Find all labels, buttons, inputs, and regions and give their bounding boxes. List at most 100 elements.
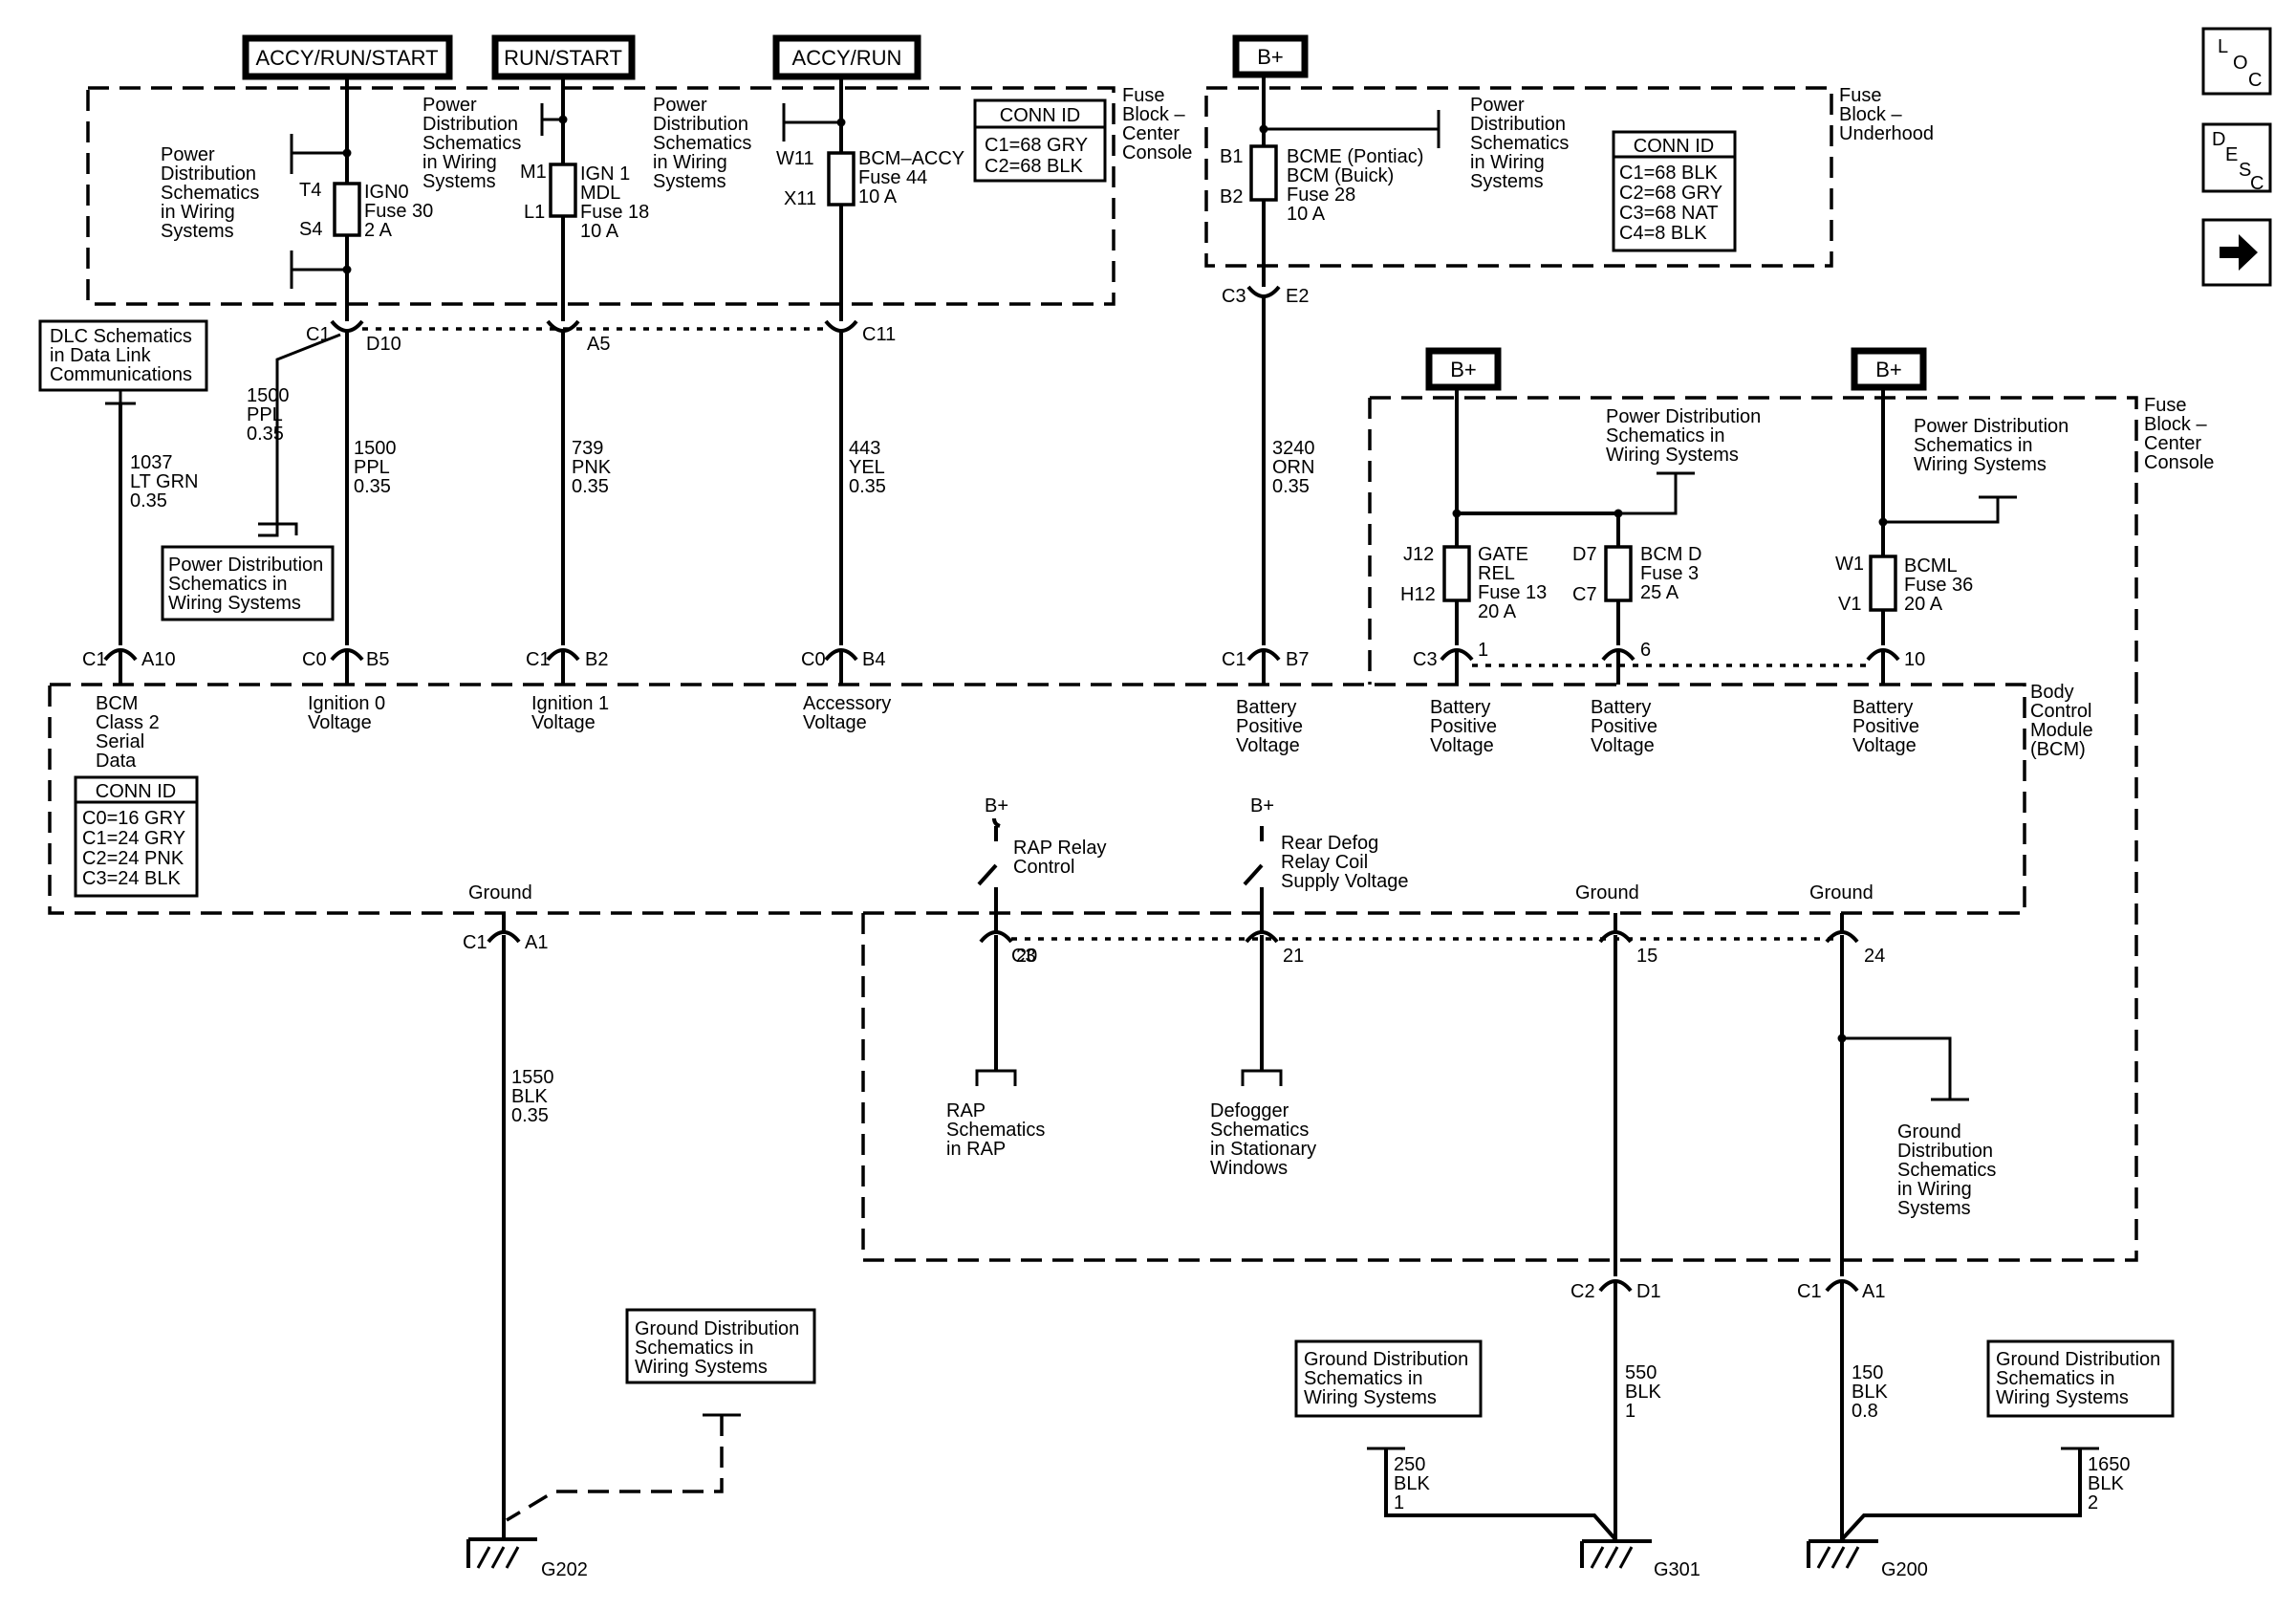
ground-g202-label: G202 <box>541 1559 588 1580</box>
desc-button[interactable]: D E S C <box>2201 122 2272 194</box>
svg-text:A1: A1 <box>1862 1281 1885 1302</box>
label-battery-positive-3: Battery Positive Voltage <box>1591 697 1657 756</box>
svg-text:1: 1 <box>1478 640 1488 661</box>
svg-text:Positive: Positive <box>1591 716 1657 737</box>
svg-text:GATE: GATE <box>1478 544 1528 565</box>
svg-text:REL: REL <box>1478 563 1515 584</box>
svg-text:Ignition 1: Ignition 1 <box>531 693 609 714</box>
svg-text:W11: W11 <box>776 148 814 169</box>
svg-text:1500: 1500 <box>354 438 397 459</box>
svg-text:Power: Power <box>1470 95 1525 116</box>
svg-text:BCM–ACCY: BCM–ACCY <box>858 148 964 169</box>
svg-text:Voltage: Voltage <box>1430 735 1494 756</box>
svg-text:2 A: 2 A <box>364 220 393 241</box>
svg-text:C: C <box>2250 173 2264 194</box>
svg-text:Relay Coil: Relay Coil <box>1281 852 1368 873</box>
svg-text:Systems: Systems <box>422 171 496 192</box>
svg-text:0.35: 0.35 <box>354 476 391 497</box>
svg-text:Windows: Windows <box>1210 1158 1288 1179</box>
svg-text:Systems: Systems <box>1897 1198 1971 1219</box>
svg-text:Schematics: Schematics <box>1897 1160 1996 1181</box>
svg-text:Control: Control <box>1013 857 1074 878</box>
svg-text:in Wiring: in Wiring <box>161 202 235 223</box>
svg-text:L: L <box>2218 36 2228 57</box>
svg-text:Block –: Block – <box>2144 414 2207 435</box>
svg-text:Ground: Ground <box>1809 882 1874 903</box>
arrow-right-icon <box>2220 234 2258 271</box>
svg-text:PPL: PPL <box>247 404 283 425</box>
svg-text:10: 10 <box>1904 649 1925 670</box>
svg-text:20: 20 <box>1016 946 1037 967</box>
fuse-bcmd-label: BCM D Fuse 3 25 A D7 C7 <box>1572 544 1701 605</box>
label-battery-positive-4: Battery Positive Voltage <box>1852 697 1919 756</box>
svg-text:C3: C3 <box>1011 946 1036 967</box>
svg-text:in Wiring: in Wiring <box>1470 152 1545 173</box>
svg-text:Schematics in: Schematics in <box>1304 1368 1423 1389</box>
svg-text:T4: T4 <box>299 180 321 201</box>
svg-text:DLC Schematics: DLC Schematics <box>50 326 192 347</box>
next-page-button[interactable] <box>2201 218 2272 287</box>
wire-250: 250 BLK 1 <box>1394 1454 1430 1513</box>
loc-button[interactable]: L O C <box>2201 27 2272 96</box>
ref-pd-box: Power Distribution Schematics in Wiring … <box>161 545 335 621</box>
svg-text:RAP Relay: RAP Relay <box>1013 838 1106 859</box>
svg-text:C1: C1 <box>463 932 487 953</box>
ground-symbol-g200 <box>1807 1539 1878 1569</box>
svg-text:Fuse 30: Fuse 30 <box>364 201 433 222</box>
wire-1500-a: 1500 PPL 0.35 <box>247 385 290 445</box>
circuit-bcme <box>1246 75 1440 685</box>
ref-dlc: DLC Schematics in Data Link Communicatio… <box>50 326 192 385</box>
wire-1500-b: 1500 PPL 0.35 <box>354 438 397 497</box>
fuse-bcml <box>1869 555 1897 612</box>
svg-text:150: 150 <box>1852 1362 1883 1383</box>
svg-text:ACCY/RUN: ACCY/RUN <box>792 46 902 70</box>
svg-text:Defogger: Defogger <box>1210 1100 1289 1121</box>
circuit-serial-data <box>38 319 208 685</box>
label-rear-defog-supply: Rear Defog Relay Coil Supply Voltage <box>1281 833 1408 892</box>
svg-text:Supply Voltage: Supply Voltage <box>1281 871 1408 892</box>
label-ignition-1-voltage: Ignition 1 Voltage <box>531 693 609 733</box>
svg-text:D10: D10 <box>366 334 401 355</box>
svg-text:IGN0: IGN0 <box>364 182 409 203</box>
svg-text:A1: A1 <box>525 932 548 953</box>
svg-text:Schematics: Schematics <box>946 1120 1045 1141</box>
svg-text:Accessory: Accessory <box>803 693 891 714</box>
svg-text:Battery: Battery <box>1430 697 1490 718</box>
svg-text:MDL: MDL <box>580 183 620 204</box>
svg-text:C2=68 BLK: C2=68 BLK <box>985 156 1084 177</box>
label-rap-relay-control: RAP Relay Control <box>1013 838 1106 878</box>
svg-text:Voltage: Voltage <box>308 712 372 733</box>
fuse-bcm-d <box>1604 545 1633 602</box>
svg-text:Voltage: Voltage <box>1852 735 1917 756</box>
svg-text:W1: W1 <box>1835 554 1864 575</box>
svg-text:Fuse: Fuse <box>1122 85 1164 106</box>
svg-text:C2=68 GRY: C2=68 GRY <box>1619 183 1722 204</box>
svg-text:C1: C1 <box>1222 649 1246 670</box>
svg-text:Positive: Positive <box>1852 716 1919 737</box>
svg-text:Systems: Systems <box>653 171 726 192</box>
svg-text:0.35: 0.35 <box>1272 476 1310 497</box>
connector-c3-20 <box>979 930 1013 944</box>
svg-text:Distribution: Distribution <box>422 114 518 135</box>
svg-text:Schematics: Schematics <box>161 183 259 204</box>
svg-text:C1=68 BLK: C1=68 BLK <box>1619 163 1719 184</box>
svg-text:Power Distribution: Power Distribution <box>168 555 323 576</box>
wire-443: 443 YEL 0.35 <box>849 438 886 497</box>
svg-text:A10: A10 <box>141 649 176 670</box>
svg-text:in RAP: in RAP <box>946 1139 1006 1160</box>
svg-text:BCME (Pontiac): BCME (Pontiac) <box>1287 146 1423 167</box>
fuse-gate-label: GATE REL Fuse 13 20 A J12 H12 <box>1400 544 1547 622</box>
svg-text:Wiring Systems: Wiring Systems <box>1304 1387 1437 1408</box>
svg-text:Control: Control <box>2030 701 2091 722</box>
svg-text:Fuse 44: Fuse 44 <box>858 167 927 188</box>
svg-text:D: D <box>2212 129 2225 150</box>
svg-text:550: 550 <box>1625 1362 1657 1383</box>
svg-text:Power Distribution: Power Distribution <box>1606 406 1761 427</box>
connector-labels-bcm: C1 A10 C0 B5 C1 B2 C0 B4 C1 B7 C3 1 6 10 <box>82 640 1925 670</box>
svg-text:Voltage: Voltage <box>803 712 867 733</box>
svg-text:D1: D1 <box>1636 1281 1661 1302</box>
svg-text:6: 6 <box>1640 640 1651 661</box>
power-source-run-start: RUN/START <box>491 34 636 80</box>
svg-text:B+: B+ <box>985 795 1008 816</box>
ref-pd-gate: Power Distribution Schematics in Wiring … <box>1606 406 1761 466</box>
